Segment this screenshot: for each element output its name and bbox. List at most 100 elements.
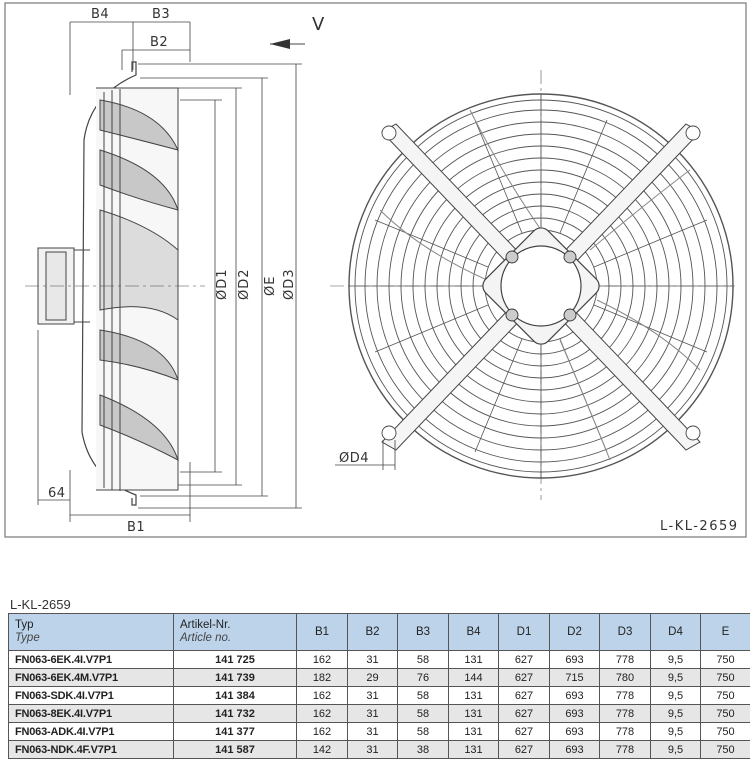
cell-b1: 162	[296, 722, 348, 741]
airflow-arrow	[270, 39, 305, 49]
cell-e: 750	[700, 686, 750, 705]
cell-d1: 627	[498, 704, 550, 723]
cell-b2: 29	[347, 668, 398, 687]
cell-b2: 31	[347, 650, 398, 669]
cell-d2: 693	[549, 722, 600, 741]
cell-b2: 31	[347, 740, 398, 759]
dim-label-d1: ØD1	[215, 268, 230, 300]
dim-label-b2: B2	[150, 35, 168, 50]
header-d1: D1	[498, 613, 550, 651]
table-row: FN063-6EK.4I.V7P1 141 725 162 31 58 131 …	[8, 650, 750, 669]
front-view	[330, 70, 735, 500]
dim-label-b1: B1	[127, 520, 145, 535]
cell-d3: 778	[599, 722, 651, 741]
cell-d3: 778	[599, 704, 651, 723]
cell-d4: 9,5	[650, 668, 701, 687]
cell-d2: 693	[549, 686, 600, 705]
header-typ-en: Type	[15, 632, 40, 644]
table-row: FN063-6EK.4M.V7P1 141 739 182 29 76 144 …	[8, 668, 750, 687]
header-artikel: Artikel-Nr. Article no.	[173, 613, 297, 651]
cell-e: 750	[700, 722, 750, 741]
cell-b3: 58	[397, 722, 449, 741]
cell-d4: 9,5	[650, 704, 701, 723]
cell-e: 750	[700, 668, 750, 687]
cell-d1: 627	[498, 668, 550, 687]
cell-b3: 38	[397, 740, 449, 759]
cell-b2: 31	[347, 722, 398, 741]
header-artikel-de: Artikel-Nr.	[180, 619, 231, 631]
header-d2: D2	[549, 613, 600, 651]
cell-b1: 162	[296, 686, 348, 705]
cell-b1: 162	[296, 704, 348, 723]
cell-d2: 715	[549, 668, 600, 687]
cell-e: 750	[700, 740, 750, 759]
cell-b3: 58	[397, 704, 449, 723]
cell-e: 750	[700, 704, 750, 723]
cell-d4: 9,5	[650, 740, 701, 759]
cell-b4: 131	[448, 704, 499, 723]
cell-b4: 131	[448, 650, 499, 669]
cell-b3: 58	[397, 650, 449, 669]
header-b2: B2	[347, 613, 398, 651]
header-b4: B4	[448, 613, 499, 651]
cell-d2: 693	[549, 704, 600, 723]
cell-b4: 131	[448, 740, 499, 759]
cell-artikel: 141 384	[173, 686, 297, 705]
cell-typ: FN063-6EK.4M.V7P1	[8, 668, 174, 687]
table-row: FN063-ADK.4I.V7P1 141 377 162 31 58 131 …	[8, 722, 750, 741]
drawing-code: L-KL-2659	[660, 519, 739, 534]
cell-b3: 58	[397, 686, 449, 705]
cell-artikel: 141 739	[173, 668, 297, 687]
cell-d3: 778	[599, 740, 651, 759]
cell-b2: 31	[347, 686, 398, 705]
cell-d4: 9,5	[650, 650, 701, 669]
header-typ-de: Typ	[15, 619, 34, 631]
dim-label-d3: ØD3	[282, 268, 297, 300]
cell-b4: 131	[448, 686, 499, 705]
cell-typ: FN063-6EK.4I.V7P1	[8, 650, 174, 669]
cell-b1: 162	[296, 650, 348, 669]
dim-label-64: 64	[48, 486, 66, 501]
header-d4: D4	[650, 613, 701, 651]
cell-typ: FN063-ADK.4I.V7P1	[8, 722, 174, 741]
dim-label-e: ØE	[263, 276, 278, 296]
cell-b1: 142	[296, 740, 348, 759]
cell-d1: 627	[498, 650, 550, 669]
cell-d4: 9,5	[650, 686, 701, 705]
diameter-dimension-lines	[138, 63, 302, 509]
cell-d3: 780	[599, 668, 651, 687]
cell-d1: 627	[498, 740, 550, 759]
header-b1: B1	[296, 613, 348, 651]
cell-artikel: 141 377	[173, 722, 297, 741]
cell-artikel: 141 725	[173, 650, 297, 669]
header-d3: D3	[599, 613, 651, 651]
cell-d2: 693	[549, 650, 600, 669]
cell-e: 750	[700, 650, 750, 669]
cell-artikel: 141 587	[173, 740, 297, 759]
cell-d3: 778	[599, 650, 651, 669]
cell-b2: 31	[347, 704, 398, 723]
side-view	[25, 21, 205, 522]
header-typ: Typ Type	[8, 613, 174, 651]
header-artikel-en: Article no.	[180, 632, 232, 644]
table-header-row: Typ Type Artikel-Nr. Article no. B1 B2 B…	[8, 613, 750, 651]
table-row: FN063-NDK.4F.V7P1 141 587 142 31 38 131 …	[8, 740, 750, 759]
cell-typ: FN063-8EK.4I.V7P1	[8, 704, 174, 723]
cell-typ: FN063-SDK.4I.V7P1	[8, 686, 174, 705]
table-title: L-KL-2659	[10, 597, 71, 612]
cell-b4: 144	[448, 668, 499, 687]
dim-label-b4: B4	[91, 7, 109, 22]
dim-label-d2: ØD2	[237, 268, 252, 300]
spec-table: Typ Type Artikel-Nr. Article no. B1 B2 B…	[8, 613, 750, 759]
dim-label-v: V	[312, 14, 325, 35]
header-e: E	[700, 613, 750, 651]
header-b3: B3	[397, 613, 449, 651]
dim-label-d4: ØD4	[339, 451, 369, 466]
cell-b4: 131	[448, 722, 499, 741]
cell-d1: 627	[498, 686, 550, 705]
fan-technical-drawing: B4 B3 B2 V ØD1 ØD2 ØE ØD3 ØD4 64 B1 L-KL…	[4, 2, 747, 538]
cell-d1: 627	[498, 722, 550, 741]
cell-artikel: 141 732	[173, 704, 297, 723]
cell-typ: FN063-NDK.4F.V7P1	[8, 740, 174, 759]
table-row: FN063-SDK.4I.V7P1 141 384 162 31 58 131 …	[8, 686, 750, 705]
